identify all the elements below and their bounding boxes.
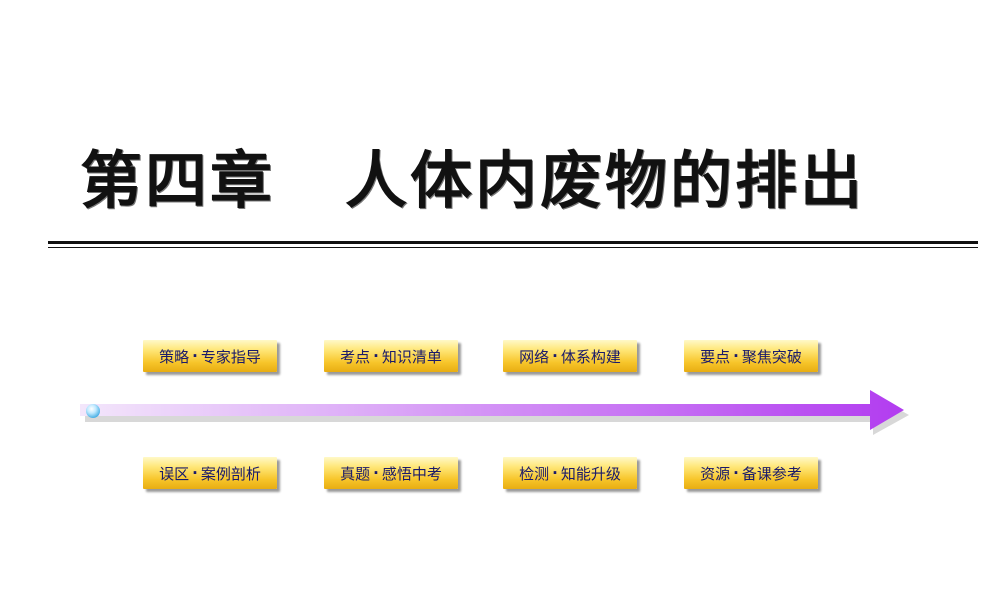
nav-button-case-analysis[interactable]: 误区·案例剖析 bbox=[143, 457, 277, 489]
timeline-arrow-icon bbox=[80, 390, 909, 435]
chapter-label: 第四章 bbox=[80, 144, 276, 217]
nav-button-strategy[interactable]: 策略·专家指导 bbox=[143, 340, 277, 372]
page-title: 第四章人体内废物的排出 bbox=[80, 150, 865, 212]
nav-button-ability-check[interactable]: 检测·知能升级 bbox=[503, 457, 637, 489]
nav-button-resources[interactable]: 资源·备课参考 bbox=[684, 457, 818, 489]
nav-button-system-network[interactable]: 网络·体系构建 bbox=[503, 340, 637, 372]
nav-button-exam-questions[interactable]: 真题·感悟中考 bbox=[324, 457, 458, 489]
nav-button-knowledge-list[interactable]: 考点·知识清单 bbox=[324, 340, 458, 372]
title-divider-thick bbox=[48, 241, 978, 244]
chapter-name: 人体内废物的排出 bbox=[345, 144, 866, 217]
timeline-start-dot-icon bbox=[86, 404, 100, 418]
nav-button-key-points[interactable]: 要点·聚焦突破 bbox=[684, 340, 818, 372]
title-divider-thin bbox=[48, 247, 978, 248]
